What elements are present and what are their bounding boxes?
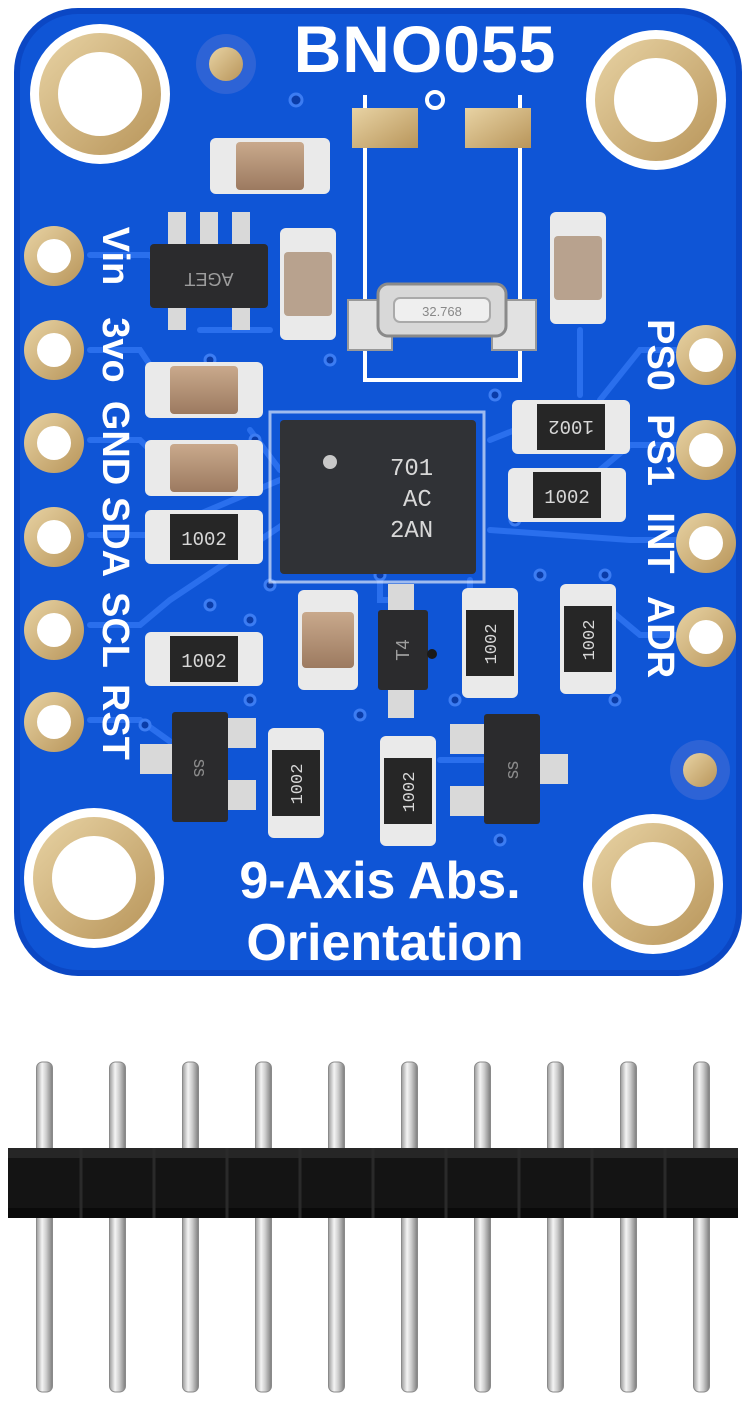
- pin-pad-int: [676, 513, 736, 573]
- header-pin: [401, 1061, 418, 1393]
- capacitor-left-2: [145, 440, 263, 496]
- resistor-vertical-3-marking: 1002: [289, 764, 308, 805]
- fiducial-top: [196, 34, 256, 94]
- crystal-marking: 32.768: [422, 304, 462, 319]
- mounting-hole-top-right: [586, 30, 726, 170]
- pin-pad-sda: [24, 507, 84, 567]
- resistor-vertical-3: 1002: [268, 728, 324, 838]
- resistor-vertical-1-marking: 1002: [483, 624, 502, 665]
- board-subtitle-line2: Orientation: [246, 914, 523, 972]
- right-pin-labels: PS0 PS1 INT ADR: [639, 319, 681, 678]
- pin-pad-ps0: [676, 325, 736, 385]
- header-pin: [109, 1061, 126, 1393]
- resistor-left: 1002: [145, 510, 263, 564]
- pin-label-int: INT: [639, 512, 681, 573]
- header-divider: [663, 1148, 667, 1218]
- transistor-t4: T4: [378, 584, 437, 718]
- pin-label-rst: RST: [94, 684, 136, 760]
- left-header-pads: [24, 226, 84, 752]
- header-pin: [547, 1061, 564, 1393]
- resistor-right-top: 1002: [512, 400, 630, 454]
- resistor-left-lower-marking: 1002: [181, 651, 227, 673]
- mounting-hole-top-left: [30, 24, 170, 164]
- resistor-vertical-2-marking: 1002: [581, 620, 600, 661]
- pin-pad-rst: [24, 692, 84, 752]
- header-divider: [79, 1148, 83, 1218]
- pin-pad-ps1: [676, 420, 736, 480]
- header-pin: [328, 1061, 345, 1393]
- header-divider: [590, 1148, 594, 1218]
- pin-label-scl: SCL: [94, 592, 136, 668]
- chip-marking-line2: AC: [403, 487, 432, 514]
- crystal-pads: [352, 108, 531, 148]
- pin-label-ps0: PS0: [639, 319, 681, 391]
- capacitor-vertical-right: [550, 212, 606, 324]
- resistor-left-marking: 1002: [181, 529, 227, 551]
- mounting-hole-bottom-left: [24, 808, 164, 948]
- header-pin: [474, 1061, 491, 1393]
- header-divider: [152, 1148, 156, 1218]
- regulator: AGET: [150, 212, 268, 330]
- header-pin: [693, 1061, 710, 1393]
- header-divider: [371, 1148, 375, 1218]
- pin-label-3vo: 3vo: [94, 317, 136, 382]
- resistor-vertical-4-marking: 1002: [401, 772, 420, 813]
- header-divider: [517, 1148, 521, 1218]
- pin-pad-3vo: [24, 320, 84, 380]
- pcb-board: BNO055 32.768 AGET: [14, 8, 742, 976]
- chip-marking-line3: 2AN: [390, 518, 433, 545]
- pin-pad-vin: [24, 226, 84, 286]
- header-divider: [444, 1148, 448, 1218]
- pin-label-sda: SDA: [94, 497, 136, 577]
- pin-pad-adr: [676, 607, 736, 667]
- chip-marking-line1: 701: [390, 456, 433, 483]
- left-pin-labels: Vin 3vo GND SDA SCL RST: [94, 227, 136, 760]
- right-header-pads: [676, 325, 736, 667]
- header-divider: [298, 1148, 302, 1218]
- pin-label-vin: Vin: [94, 227, 136, 285]
- transistor-t4-marking: T4: [393, 639, 413, 660]
- mosfet-left: ss: [140, 712, 256, 822]
- mounting-hole-bottom-right: [583, 814, 723, 954]
- pin-pad-scl: [24, 600, 84, 660]
- resistor-right-top-marking: 1002: [548, 415, 594, 437]
- resistor-vertical-2: 1002: [560, 584, 616, 694]
- capacitor-center: [298, 590, 358, 690]
- board-subtitle-line1: 9-Axis Abs.: [239, 852, 520, 910]
- pin-label-ps1: PS1: [639, 414, 681, 486]
- header-pin: [620, 1061, 637, 1393]
- bno055-chip: 701 AC 2AN: [268, 410, 486, 584]
- capacitor-top: [210, 138, 330, 194]
- regulator-marking: AGET: [184, 269, 233, 289]
- capacitor-vertical-left: [280, 228, 336, 340]
- resistor-left-lower: 1002: [145, 632, 263, 686]
- mosfet-right-marking: ss: [502, 761, 522, 779]
- resistor-vertical-1: 1002: [462, 588, 518, 698]
- crystal-outline: [363, 90, 522, 382]
- pin-pad-gnd: [24, 413, 84, 473]
- board-title: BNO055: [294, 12, 557, 86]
- header-pin: [182, 1061, 199, 1393]
- header-pin: [255, 1061, 272, 1393]
- pin-label-gnd: GND: [94, 401, 136, 485]
- mosfet-right: ss: [450, 714, 568, 824]
- mosfet-left-marking: ss: [190, 759, 210, 777]
- crystal: 32.768: [347, 282, 537, 351]
- resistor-right-middle-marking: 1002: [544, 487, 590, 509]
- fiducial-bottom-right: [670, 740, 730, 800]
- header-divider: [225, 1148, 229, 1218]
- capacitor-left-1: [145, 362, 263, 418]
- resistor-vertical-4: 1002: [380, 736, 436, 846]
- resistor-right-middle: 1002: [508, 468, 626, 522]
- pin-label-adr: ADR: [639, 596, 681, 678]
- header-pin: [36, 1061, 53, 1393]
- pin-header-strip: [8, 1061, 738, 1393]
